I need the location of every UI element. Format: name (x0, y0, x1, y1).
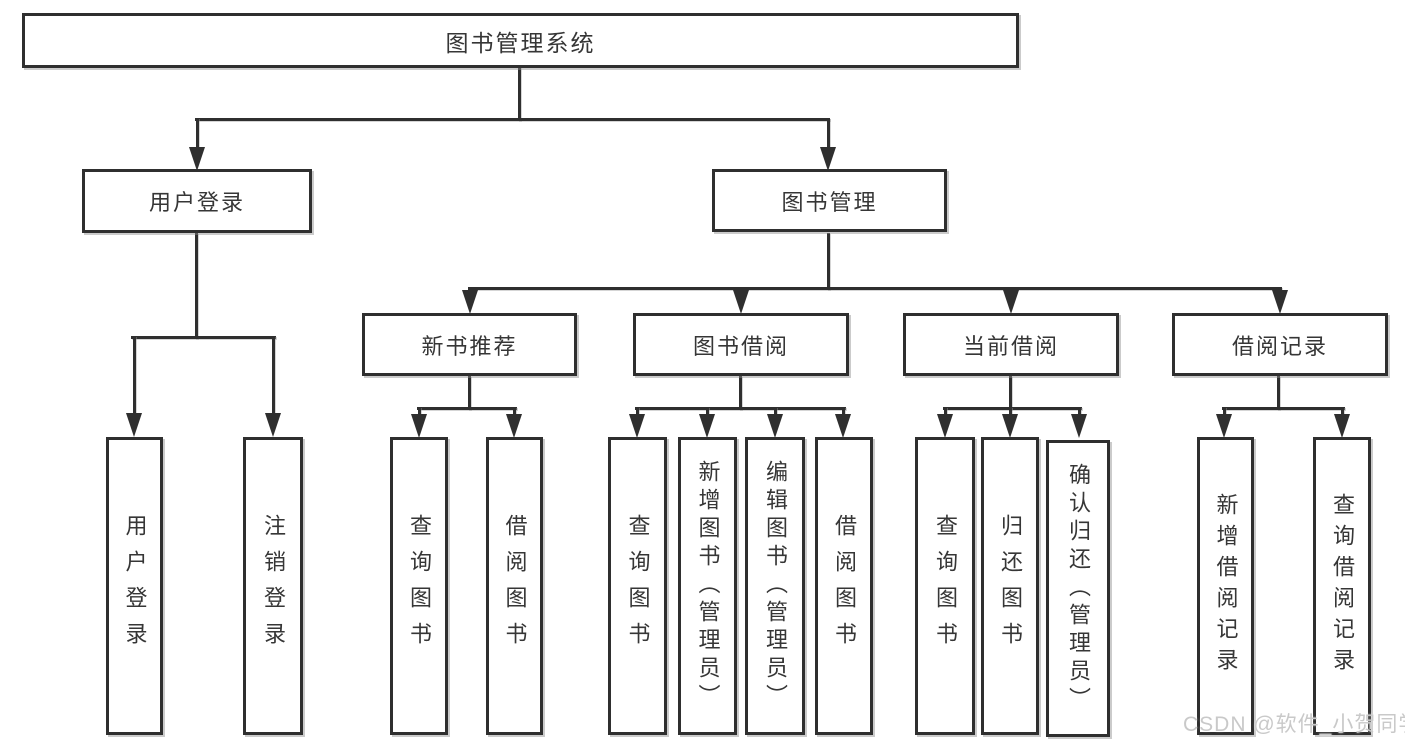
connector-line (518, 66, 521, 121)
node-root-system: 图书管理系统 (22, 13, 1019, 68)
leaf-confirm-return-admin: 确认归还（管理员） (1046, 440, 1110, 737)
connector-line (706, 407, 709, 416)
connector-line (272, 336, 275, 415)
connector-line (513, 407, 516, 416)
node-root-label: 图书管理系统 (445, 29, 596, 56)
connector-line (774, 407, 777, 416)
node-current-borrowing: 当前借阅 (903, 313, 1119, 376)
arrow-down-icon (835, 414, 851, 438)
node-label: 图书管理 (781, 189, 878, 215)
leaf-label: 编辑图书（管理员） (763, 460, 788, 712)
connector-line (196, 118, 199, 149)
node-book-management-group: 图书管理 (712, 169, 947, 232)
connector-line (195, 233, 198, 339)
node-new-book-recommend: 新书推荐 (362, 313, 577, 376)
csdn-watermark: CSDN @软件_小贺同学 (1183, 713, 1405, 736)
connector-line (131, 336, 276, 339)
connector-line (842, 407, 845, 416)
arrow-down-icon (411, 414, 427, 438)
leaf-label: 新增图书（管理员） (695, 460, 721, 712)
leaf-logout: 注销登录 (243, 437, 303, 735)
arrow-down-icon (733, 290, 749, 314)
leaf-label: 新增借阅记录 (1213, 493, 1239, 679)
leaf-label: 用户登录 (122, 514, 148, 658)
connector-line (635, 407, 846, 410)
connector-line (1222, 407, 1345, 410)
connector-line (636, 407, 639, 416)
leaf-label: 借阅图书 (832, 514, 857, 658)
node-label: 用户登录 (148, 190, 245, 215)
leaf-label: 查询图书 (625, 514, 651, 658)
arrow-down-icon (1003, 290, 1019, 314)
connector-line (417, 407, 517, 410)
arrow-down-icon (1002, 414, 1018, 438)
connector-line (418, 407, 421, 416)
leaf-query-books-current: 查询图书 (915, 437, 975, 735)
connector-line (827, 233, 830, 290)
node-label: 图书借阅 (692, 333, 789, 359)
leaf-label: 归还图书 (998, 514, 1023, 658)
connector-line (739, 376, 742, 410)
arrow-down-icon (506, 414, 522, 438)
node-borrow-records: 借阅记录 (1172, 313, 1388, 376)
node-label: 新书推荐 (421, 333, 518, 359)
connector-line (944, 407, 947, 416)
arrow-down-icon (1216, 414, 1232, 438)
leaf-label: 查询图书 (933, 514, 958, 658)
connector-line (1341, 407, 1344, 416)
arrow-down-icon (126, 413, 142, 437)
connector-line (943, 407, 1082, 410)
leaf-borrow-books-recommend: 借阅图书 (486, 437, 543, 735)
node-user-login-group: 用户登录 (82, 169, 312, 233)
leaf-label: 确认归还（管理员） (1066, 462, 1091, 715)
connector-line (1277, 376, 1280, 410)
arrow-down-icon (1334, 414, 1350, 438)
leaf-return-books: 归还图书 (981, 437, 1039, 735)
arrow-down-icon (462, 290, 478, 314)
connector-line (1009, 407, 1012, 416)
connector-line (133, 336, 136, 415)
arrow-down-icon (189, 147, 205, 171)
connector-line (827, 118, 830, 149)
leaf-edit-books-admin: 编辑图书（管理员） (745, 437, 805, 735)
connector-line (1078, 407, 1081, 416)
leaf-query-books-borrowing: 查询图书 (608, 437, 667, 735)
node-label: 当前借阅 (962, 333, 1059, 359)
leaf-label: 查询借阅记录 (1330, 493, 1355, 679)
leaf-label: 借阅图书 (502, 514, 528, 658)
connector-line (1009, 376, 1012, 410)
arrow-down-icon (1071, 414, 1087, 438)
connector-line (1223, 407, 1226, 416)
leaf-borrow-books: 借阅图书 (815, 437, 873, 735)
leaf-query-borrow-record: 查询借阅记录 (1313, 437, 1371, 735)
leaf-label: 查询图书 (407, 514, 432, 658)
leaf-query-books-recommend: 查询图书 (390, 437, 448, 735)
leaf-add-borrow-record: 新增借阅记录 (1197, 437, 1254, 735)
leaf-add-books-admin: 新增图书（管理员） (678, 437, 737, 735)
node-book-borrowing: 图书借阅 (633, 313, 849, 376)
arrow-down-icon (820, 147, 836, 171)
arrow-down-icon (629, 414, 645, 438)
arrow-down-icon (265, 413, 281, 437)
connector-line (195, 118, 830, 121)
leaf-label: 注销登录 (261, 514, 286, 658)
leaf-user-login: 用户登录 (106, 437, 163, 735)
arrow-down-icon (767, 414, 783, 438)
connector-line (468, 287, 1282, 290)
arrow-down-icon (699, 414, 715, 438)
connector-line (468, 376, 471, 410)
node-label: 借阅记录 (1231, 333, 1328, 359)
arrow-down-icon (1272, 290, 1288, 314)
arrow-down-icon (937, 414, 953, 438)
